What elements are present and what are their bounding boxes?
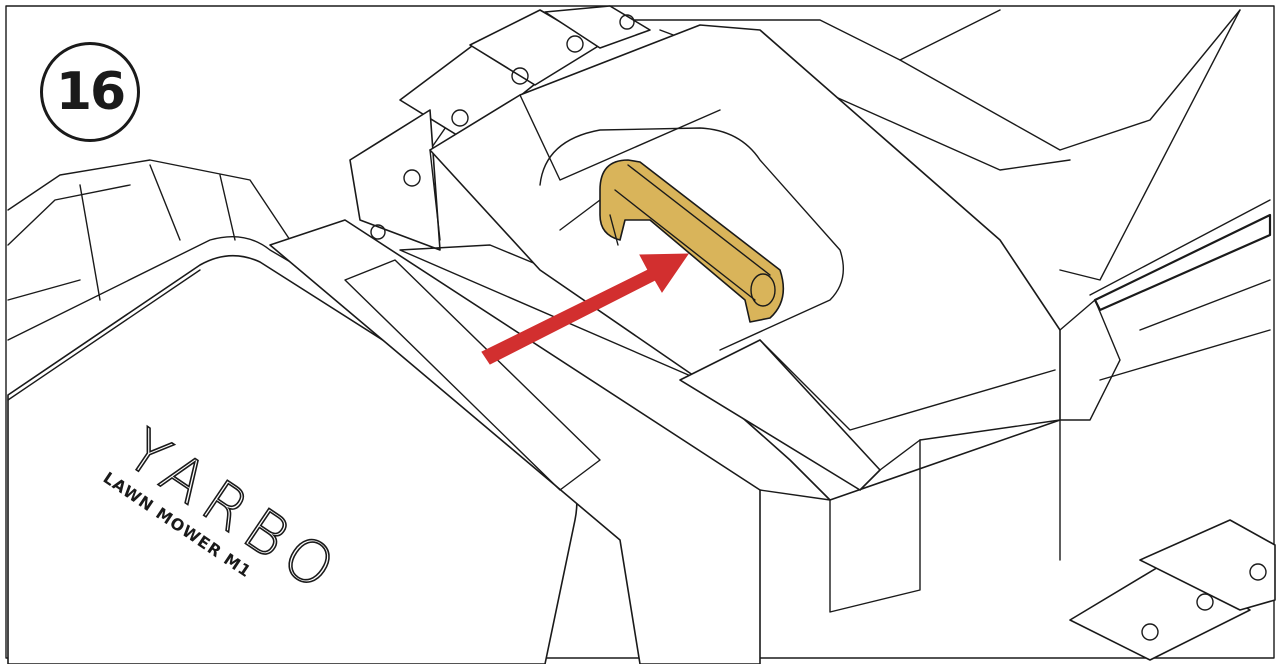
terminal-blocks-top — [349, 5, 651, 251]
carry-handle — [599, 159, 785, 323]
arrow-right-icon — [481, 253, 689, 365]
wheel-cover-left — [7, 159, 291, 301]
terminal-blocks-bottom — [1069, 519, 1276, 661]
step-number: 16 — [55, 62, 126, 122]
step-number-badge: 16 — [40, 42, 140, 142]
